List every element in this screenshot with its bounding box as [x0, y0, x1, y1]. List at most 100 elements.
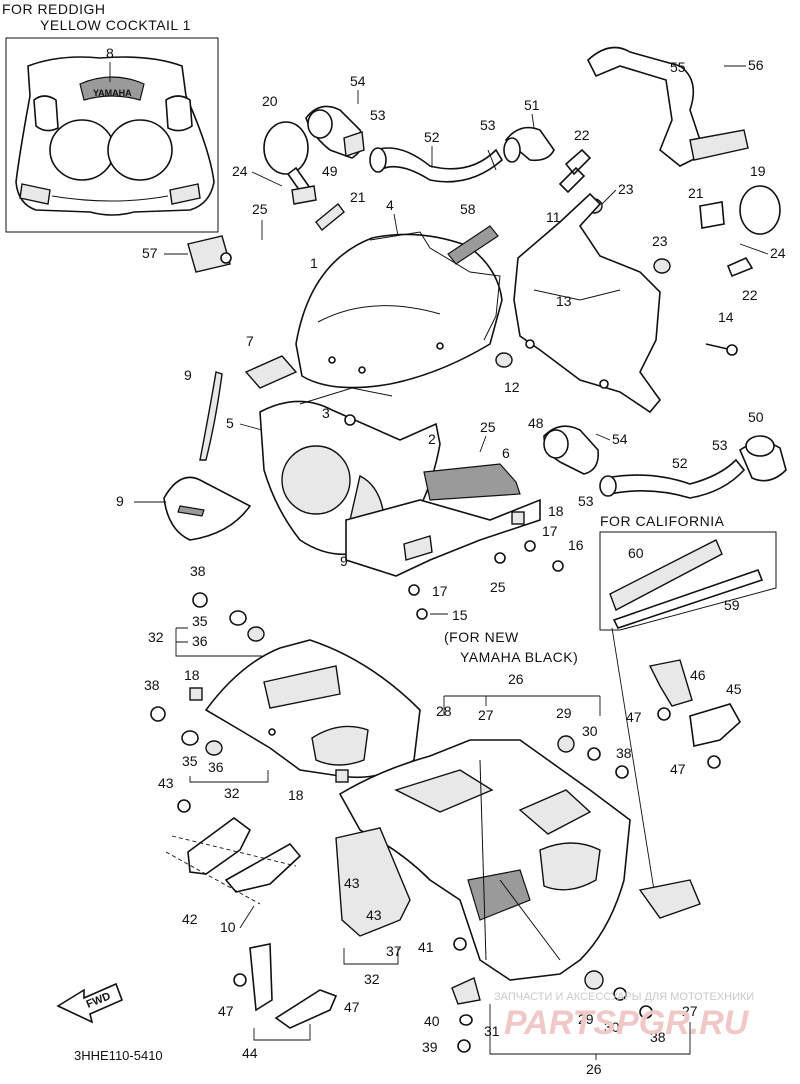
inset-yamaha-brand: YAMAHA — [93, 88, 132, 98]
callout-29a: 29 — [556, 705, 572, 721]
bolt-38c — [615, 765, 629, 779]
callout-20: 20 — [262, 93, 278, 109]
inner-stay-4 — [369, 231, 501, 341]
air-hose-lower — [599, 458, 746, 499]
callout-23b: 23 — [652, 233, 668, 249]
grommet-36a — [247, 626, 265, 642]
callout-18c: 18 — [288, 787, 304, 803]
grommet-23b — [653, 258, 671, 274]
callout-6: 6 — [502, 445, 510, 461]
callout-7: 7 — [246, 333, 254, 349]
callout-49: 49 — [322, 163, 338, 179]
callout-15: 15 — [452, 607, 468, 623]
callout-36b: 36 — [208, 759, 224, 775]
bolt-14 — [705, 343, 738, 356]
under-cowling-main — [338, 739, 631, 981]
callout-14: 14 — [718, 309, 734, 325]
new-yamaha-black-line2: YAMAHA BLACK) — [460, 649, 578, 665]
washer-35b — [181, 730, 199, 746]
callout-47a: 47 — [626, 709, 642, 725]
callout-48: 48 — [528, 415, 544, 431]
panel-7 — [244, 355, 298, 389]
new-yamaha-black-line1: (FOR NEW — [444, 629, 519, 645]
grommet-12 — [495, 352, 513, 368]
callout-58: 58 — [460, 201, 476, 217]
clip-17b — [408, 584, 420, 596]
inset-cowl-drawing: YAMAHA — [15, 56, 215, 216]
mirror-left — [263, 121, 317, 205]
callout-10: 10 — [220, 919, 236, 935]
washer-35a — [229, 610, 247, 626]
callout-23a: 23 — [618, 181, 634, 197]
callout-3: 3 — [322, 405, 330, 421]
stay-55 — [587, 46, 749, 167]
mirror-right — [699, 185, 781, 235]
inset-reddish-yellow: FOR REDDIGH YELLOW COCKTAIL 1 YAMAHA 8 — [2, 1, 219, 233]
tab-lower — [451, 977, 481, 1005]
callout-35b: 35 — [182, 753, 198, 769]
washer-30b — [613, 987, 627, 1001]
callout-27a: 27 — [478, 707, 494, 723]
callout-11: 11 — [546, 209, 561, 225]
callout-19: 19 — [750, 163, 766, 179]
stay-44a — [249, 943, 273, 1012]
emblem-58 — [447, 225, 499, 265]
callout-44: 44 — [242, 1045, 258, 1061]
clip-18b — [189, 687, 203, 701]
callout-47b: 47 — [670, 761, 686, 777]
callout-43c: 43 — [158, 775, 174, 791]
air-hose-upper — [369, 147, 504, 183]
callout-25b: 25 — [480, 419, 496, 435]
inset-reddish-title-line2: YELLOW COCKTAIL 1 — [40, 17, 191, 33]
callout-36a: 36 — [192, 633, 208, 649]
stay-piece-22a — [558, 148, 592, 194]
callout-18a: 18 — [548, 503, 564, 519]
callout-8: 8 — [106, 45, 114, 61]
callout-21b: 21 — [688, 185, 704, 201]
side-trim-9a — [199, 371, 223, 461]
washer-30a — [587, 747, 601, 761]
callout-18b: 18 — [184, 667, 200, 683]
callout-43a: 43 — [344, 875, 360, 891]
callout-60: 60 — [628, 545, 644, 561]
callout-59: 59 — [724, 597, 740, 613]
callout-38c: 38 — [616, 745, 632, 761]
lower-cowling-left — [204, 639, 421, 779]
bolt-57-bracket — [187, 235, 232, 273]
stay-piece-22b — [726, 256, 754, 278]
callout-29b: 29 — [578, 1011, 594, 1027]
inset-reddish-title-line1: FOR REDDIGH — [2, 1, 106, 17]
callout-22b: 22 — [742, 287, 758, 303]
callout-25a: 25 — [252, 201, 268, 217]
callout-9a: 9 — [184, 367, 192, 383]
callout-53c: 53 — [578, 493, 594, 509]
bolt-38a — [192, 592, 208, 608]
callout-28: 28 — [436, 703, 452, 719]
callout-17b: 17 — [432, 583, 448, 599]
watermark-big: PARTSPGR.RU — [504, 1004, 750, 1042]
callout-5: 5 — [226, 415, 234, 431]
callout-47c: 47 — [218, 1003, 234, 1019]
callout-22a: 22 — [574, 127, 590, 143]
callout-53d: 53 — [712, 437, 728, 453]
callout-24a: 24 — [232, 163, 248, 179]
bolt-47a — [657, 707, 671, 721]
inset-california-title: FOR CALIFORNIA — [600, 513, 725, 529]
stay-44b — [274, 989, 338, 1029]
duct-fitting-left — [305, 105, 365, 159]
bracket-42 — [187, 817, 302, 893]
callout-39: 39 — [422, 1039, 438, 1055]
grommet-29b — [584, 970, 604, 990]
clip-18c — [335, 769, 349, 783]
screw-3 — [344, 414, 356, 426]
callout-51: 51 — [524, 97, 540, 113]
callout-1: 1 — [310, 255, 318, 271]
inner-shield-37 — [335, 827, 411, 937]
callout-25c: 25 — [490, 579, 506, 595]
clip-17a — [524, 540, 536, 552]
grommet-36b — [205, 740, 223, 756]
callout-43b: 43 — [366, 907, 382, 923]
callout-13: 13 — [556, 293, 572, 309]
callout-56: 56 — [748, 57, 764, 73]
